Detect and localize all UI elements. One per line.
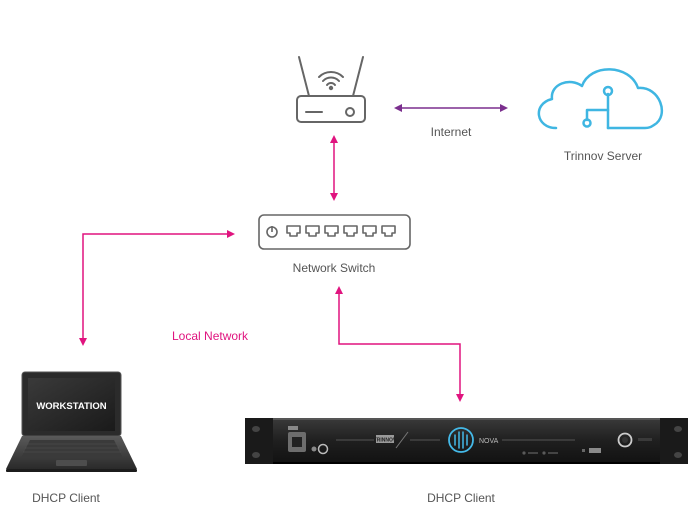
server-label: Trinnov Server — [564, 149, 642, 163]
rack-processor-icon: TRINNOV NOVA — [245, 418, 688, 464]
router-icon — [296, 56, 366, 123]
switch-label: Network Switch — [293, 261, 376, 275]
internet-label: Internet — [431, 125, 472, 139]
device-name-label: NOVA — [479, 438, 499, 445]
laptop-client-label: DHCP Client — [32, 491, 100, 505]
laptop-icon: WORKSTATION — [6, 371, 137, 472]
device-brand-label: TRINNOV — [374, 438, 397, 444]
switch-device-link — [335, 286, 464, 402]
local-network-label: Local Network — [172, 329, 249, 343]
switch-laptop-link — [79, 230, 235, 346]
laptop-screen-text: WORKSTATION — [36, 401, 106, 412]
cloud-icon — [537, 68, 664, 130]
device-client-label: DHCP Client — [427, 491, 495, 505]
network-switch-icon — [258, 214, 411, 250]
